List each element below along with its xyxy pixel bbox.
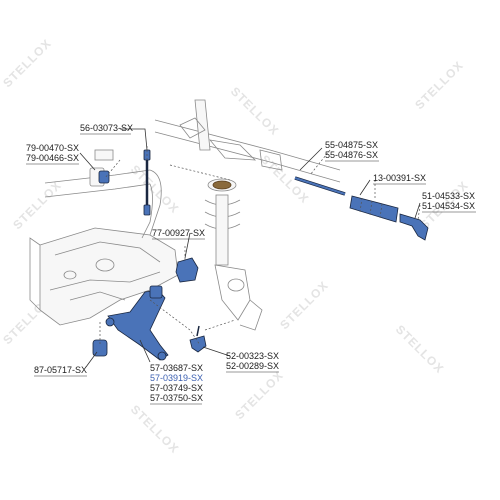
- watermark: STELLOX: [232, 368, 286, 422]
- steering-rack-drawing: [154, 99, 341, 183]
- part-label-55-04875: 55-04875-SX: [325, 140, 378, 150]
- part-label-52-00323: 52-00323-SX: [226, 351, 279, 361]
- watermark: STELLOX: [10, 178, 64, 232]
- inner-tie-rod-part: [294, 176, 346, 196]
- part-label-57-03749: 57-03749-SX: [150, 383, 203, 393]
- part-label-52-00289: 52-00289-SX: [226, 361, 279, 371]
- part-label-57-03687: 57-03687-SX: [150, 363, 203, 373]
- leader-lines: [79, 128, 421, 368]
- part-label-51-04533: 51-04533-SX: [422, 191, 475, 201]
- watermark: STELLOX: [128, 402, 182, 456]
- part-label-57-03919: 57-03919-SX: [150, 373, 203, 383]
- ball-joint-part: [189, 325, 207, 353]
- part-label-56-03073: 56-03073-SX: [80, 123, 133, 133]
- watermark: STELLOX: [277, 278, 331, 332]
- watermark: STELLOX: [393, 322, 447, 376]
- tie-rod-end-part: [399, 213, 429, 241]
- steering-boot-part: [349, 195, 399, 223]
- watermark: STELLOX: [128, 162, 182, 216]
- control-arm-bushing-part: [92, 257, 199, 357]
- control-arm-part: [105, 289, 169, 361]
- stabilizer-bushing-part: [98, 170, 110, 184]
- watermark: STELLOX: [412, 58, 466, 112]
- part-label-87-05717: 87-05717-SX: [34, 365, 87, 375]
- watermark: STELLOX: [0, 36, 54, 90]
- strut-assembly-drawing: [204, 178, 263, 331]
- stabilizer-bar-drawing: [44, 149, 162, 239]
- part-label-51-04534: 51-04534-SX: [422, 201, 475, 211]
- part-label-79-00466: 79-00466-SX: [26, 153, 79, 163]
- part-label-55-04876: 55-04876-SX: [325, 150, 378, 160]
- part-label-57-03750: 57-03750-SX: [150, 393, 203, 403]
- labels: 56-03073-SX 79-00470-SX 79-00466-SX 55-0…: [26, 123, 476, 405]
- part-label-13-00391: 13-00391-SX: [373, 173, 426, 183]
- watermark: STELLOX: [228, 84, 282, 138]
- part-label-77-00927: 77-00927-SX: [152, 228, 205, 238]
- part-label-79-00470: 79-00470-SX: [26, 143, 79, 153]
